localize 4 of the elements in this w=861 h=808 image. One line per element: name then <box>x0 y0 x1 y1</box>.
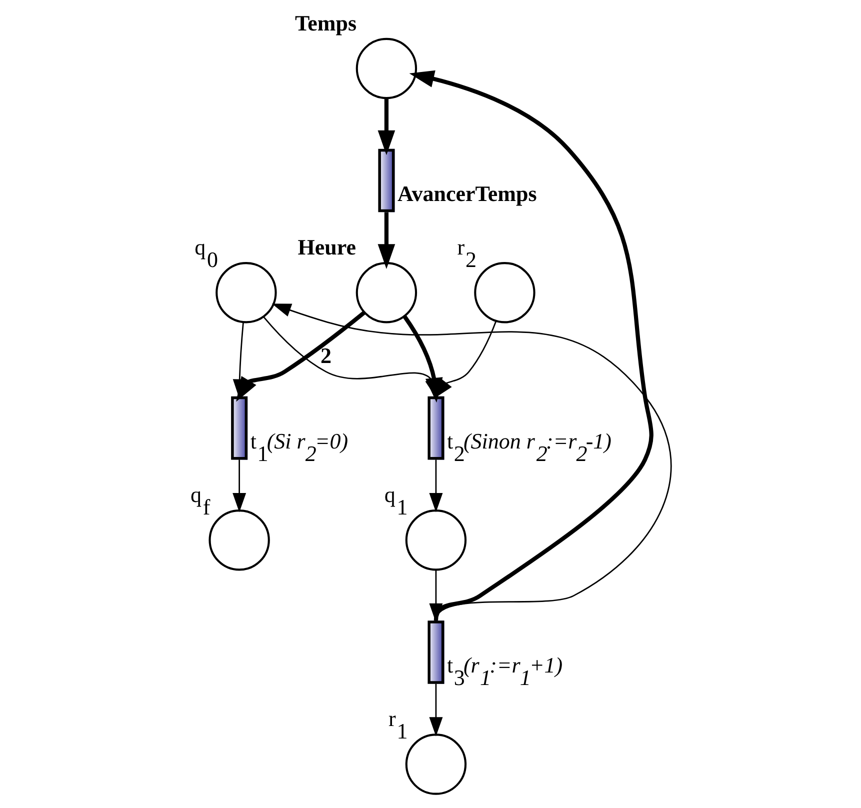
node-label: Temps <box>294 10 356 36</box>
node-label: Heure <box>297 234 356 260</box>
node-label: AvancerTemps <box>396 180 536 206</box>
edge-label: 2 <box>320 343 331 368</box>
